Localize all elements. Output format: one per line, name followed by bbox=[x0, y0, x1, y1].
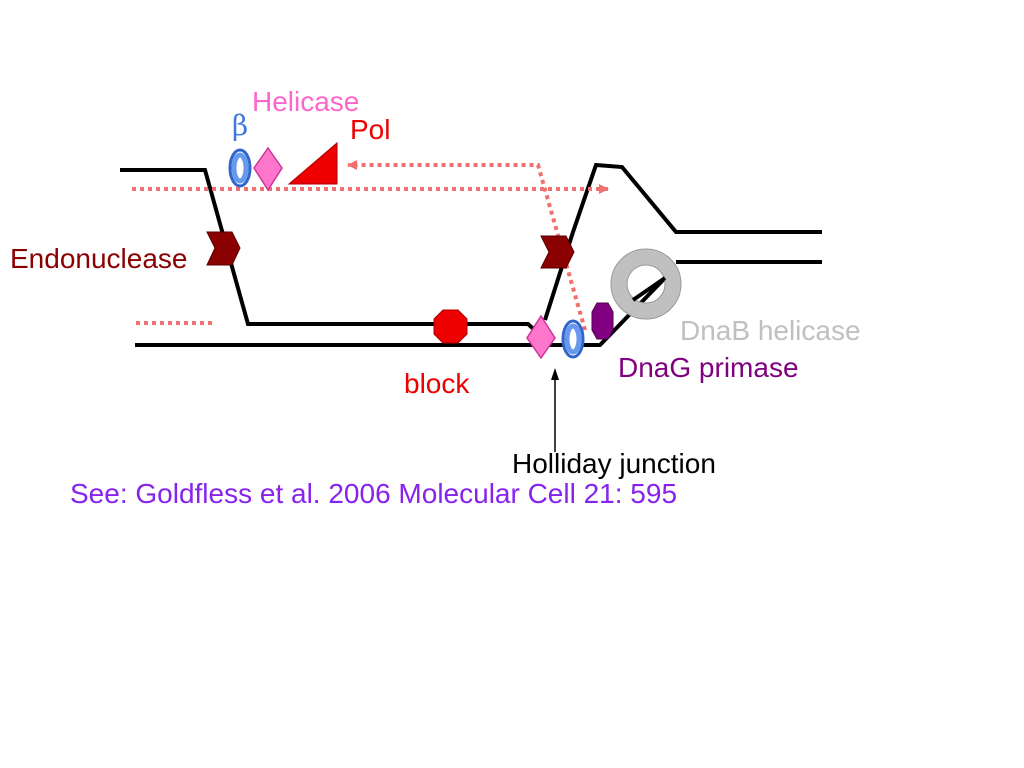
pol-label: Pol bbox=[350, 114, 391, 145]
dnab-helicase-ring bbox=[611, 249, 681, 319]
polymerase-triangle bbox=[287, 141, 338, 185]
endonuclease-label: Endonuclease bbox=[10, 243, 188, 274]
dnab-helicase-label: DnaB helicase bbox=[680, 315, 861, 346]
dotted-arrow-left bbox=[347, 160, 587, 331]
block-octagon bbox=[433, 309, 468, 344]
dna-fork-upper-strand bbox=[543, 162, 822, 321]
helicase-diamond-bottom bbox=[526, 314, 556, 360]
helicase-label: Helicase bbox=[252, 86, 360, 117]
endonuclease-chevron-right bbox=[540, 235, 575, 269]
holliday-junction-label: Holliday junction bbox=[512, 448, 716, 479]
endonuclease-chevron-left bbox=[206, 231, 241, 266]
dna-bottom-strand bbox=[135, 276, 667, 347]
block-label: block bbox=[404, 368, 470, 399]
dnag-primase-label: DnaG primase bbox=[618, 352, 799, 383]
beta-label: β bbox=[232, 109, 249, 142]
helicase-diamond-top bbox=[253, 146, 283, 192]
dnag-primase-hexagon bbox=[591, 302, 614, 340]
citation-text: See: Goldfless et al. 2006 Molecular Cel… bbox=[70, 478, 678, 509]
